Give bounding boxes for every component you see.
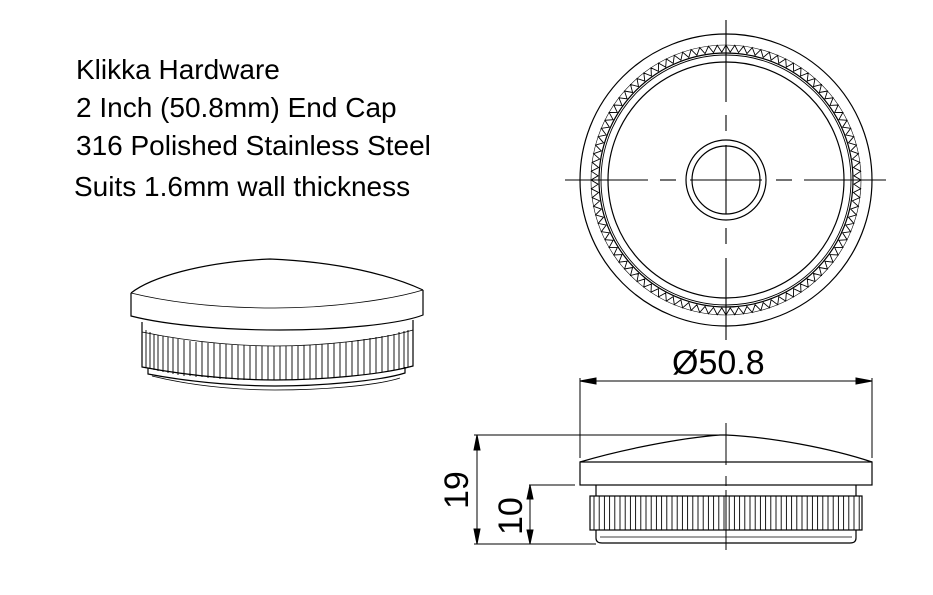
brand-name: Klikka Hardware [76, 54, 280, 85]
knurl-pattern [145, 330, 409, 380]
insert-height-dimension-label: 10 [492, 497, 530, 535]
centerlines [565, 20, 886, 340]
total-height-dimension-label: 19 [438, 471, 476, 509]
dimensions [473, 377, 873, 545]
diameter-dimension-label: Ø50.8 [672, 344, 765, 382]
product-name: 2 Inch (50.8mm) End Cap [76, 92, 397, 123]
center-hole-outer [685, 139, 767, 221]
top-view [565, 20, 886, 340]
side-view [579, 423, 873, 550]
material-spec: 316 Polished Stainless Steel [76, 130, 431, 161]
side-knurl-lines [593, 496, 860, 530]
isometric-view [130, 258, 424, 391]
wall-thickness-spec: Suits 1.6mm wall thickness [74, 171, 411, 202]
